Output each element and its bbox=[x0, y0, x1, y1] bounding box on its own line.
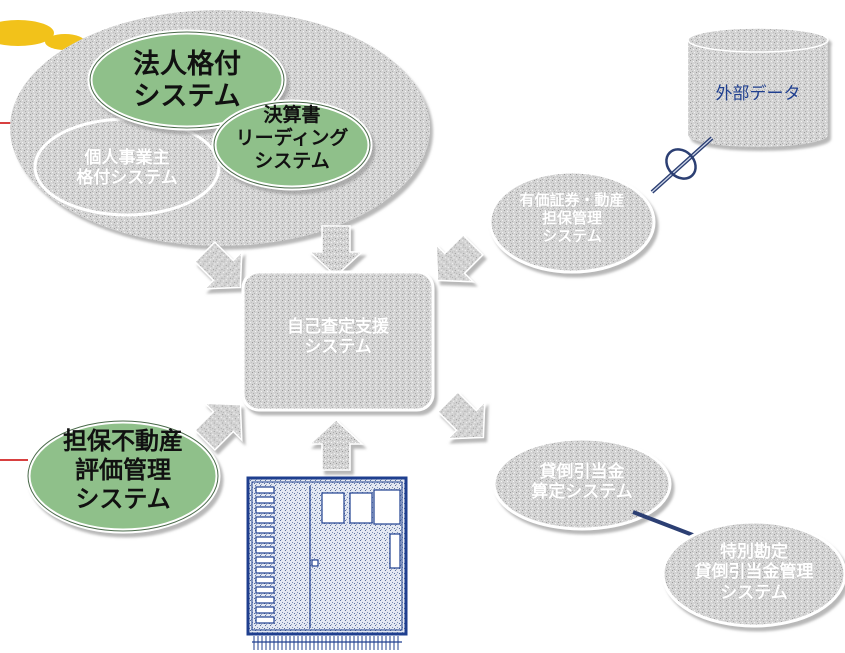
label-sole-proprietor-line1: 個人事業主 bbox=[84, 148, 170, 167]
node-loan-loss-shape bbox=[492, 437, 672, 531]
label-securities-collateral-line2: 担保管理 bbox=[541, 210, 602, 227]
label-special-reserve-line1: 特別勘定 bbox=[720, 542, 788, 561]
label-loan-loss-line2: 算定システム bbox=[531, 482, 633, 502]
label-securities-collateral-line3: システム bbox=[542, 228, 602, 245]
label-securities-collateral: 有価証券・動産 担保管理 システム bbox=[502, 192, 642, 246]
connector-icon bbox=[650, 136, 714, 194]
label-collateral-realestate-line2: 評価管理 bbox=[75, 456, 171, 484]
node-securities-collateral-shape bbox=[488, 170, 656, 274]
label-financial-reading-line2: リーディング bbox=[235, 127, 349, 149]
label-collateral-realestate-line3: システム bbox=[75, 485, 171, 513]
label-financial-reading: 決算書 リーディング システム bbox=[232, 105, 352, 173]
label-corporate-rating-line2: システム bbox=[133, 81, 241, 112]
label-sole-proprietor: 個人事業主 格付システム bbox=[62, 148, 192, 189]
label-external-data-line1: 外部データ bbox=[715, 84, 801, 103]
label-collateral-realestate: 担保不動産 評価管理 システム bbox=[28, 428, 218, 514]
label-collateral-realestate-line1: 担保不動産 bbox=[63, 428, 183, 455]
label-loan-loss-line1: 貸倒引当金 bbox=[539, 462, 625, 481]
label-external-data: 外部データ bbox=[688, 84, 828, 104]
label-special-reserve: 特別勘定 貸倒引当金管理 システム bbox=[674, 542, 834, 603]
label-sole-proprietor-line2: 格付システム bbox=[76, 168, 178, 188]
label-corporate-rating-line1: 法人格付 bbox=[133, 49, 241, 79]
database-icon bbox=[687, 27, 829, 147]
label-self-assessment-line2: システム bbox=[304, 337, 372, 357]
flow-arrows bbox=[194, 225, 486, 471]
label-self-assessment: 自己査定支援 システム bbox=[258, 317, 418, 358]
label-financial-reading-line1: 決算書 bbox=[263, 105, 321, 126]
label-special-reserve-line2: 貸倒引当金管理 bbox=[694, 562, 814, 582]
label-corporate-rating: 法人格付 システム bbox=[117, 48, 257, 113]
node-self-assessment-shape bbox=[241, 270, 435, 412]
label-securities-collateral-line1: 有価証券・動産 bbox=[519, 192, 625, 209]
server-icon bbox=[246, 476, 408, 650]
label-self-assessment-line1: 自己査定支援 bbox=[287, 317, 389, 336]
label-special-reserve-line3: システム bbox=[720, 582, 788, 602]
label-loan-loss: 貸倒引当金 算定システム bbox=[512, 462, 652, 503]
label-financial-reading-line3: システム bbox=[254, 150, 330, 172]
node-special-reserve-shape bbox=[661, 520, 845, 628]
link-provision-to-reserve bbox=[632, 510, 699, 539]
